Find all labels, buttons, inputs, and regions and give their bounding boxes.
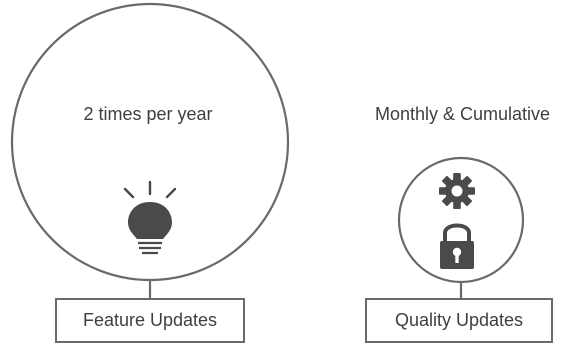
quality-update-frequency: Monthly & Cumulative <box>374 104 551 124</box>
quality-updates-text: Quality Updates <box>394 310 524 330</box>
lock-icon <box>440 223 474 269</box>
quality-updates-label: Quality Updates <box>365 298 553 343</box>
feature-updates-text: Feature Updates <box>82 310 218 330</box>
gear-icon <box>439 173 475 209</box>
feature-update-frequency: 2 times per year <box>83 104 213 124</box>
lightbulb-icon <box>123 180 177 255</box>
feature-updates-label: Feature Updates <box>55 298 245 343</box>
